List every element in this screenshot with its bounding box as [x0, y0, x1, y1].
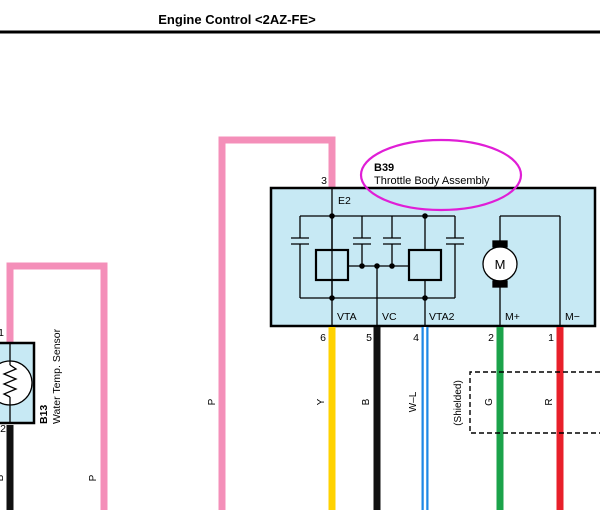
- sensor-code: B13: [38, 405, 50, 424]
- wire-label-b-vc: B: [361, 398, 372, 405]
- wire-label-y: Y: [316, 398, 327, 405]
- shielded-label: (Shielded): [453, 380, 464, 426]
- wire-label-r: R: [544, 398, 555, 405]
- wire-label-p-main: P: [207, 398, 218, 405]
- junction-dots: [329, 213, 428, 301]
- throttle-body-box: [269, 186, 597, 328]
- sensor-pin-bottom: 2: [0, 423, 6, 435]
- sensor-pin-top: 1: [0, 327, 4, 339]
- wire-p-e2: [218, 136, 336, 510]
- terminal-m-plus: M+: [505, 311, 520, 323]
- terminal-vc: VC: [382, 311, 397, 323]
- wire-label-g: G: [484, 398, 495, 406]
- throttle-body-code: B39: [374, 162, 394, 174]
- throttle-body-name: Throttle Body Assembly: [374, 175, 490, 187]
- terminal-m-minus: M−: [565, 311, 580, 323]
- wire-label-wl: W–L: [408, 391, 419, 412]
- pin-vta2: 4: [413, 332, 419, 344]
- terminal-e2: E2: [338, 195, 351, 207]
- pin-vta: 6: [320, 332, 326, 344]
- pin-m-minus: 1: [548, 332, 554, 344]
- pin-vc: 5: [366, 332, 372, 344]
- highlight-ellipse: [359, 138, 523, 212]
- terminal-vta: VTA: [337, 311, 357, 323]
- thermistor-icon: [0, 343, 33, 423]
- sensor-name: Water Temp. Sensor: [51, 328, 63, 424]
- terminal-vta2: VTA2: [429, 311, 455, 323]
- wire-label-b-left: B: [0, 474, 6, 481]
- wire-label-p-left: P: [88, 474, 99, 481]
- motor-symbol: M: [495, 257, 506, 272]
- page-title: Engine Control <2AZ-FE>: [158, 12, 316, 27]
- wire-p-sensor: [6, 262, 108, 510]
- pin-e2: 3: [321, 175, 327, 187]
- shielded-box: [469, 371, 600, 434]
- pin-m-plus: 2: [488, 332, 494, 344]
